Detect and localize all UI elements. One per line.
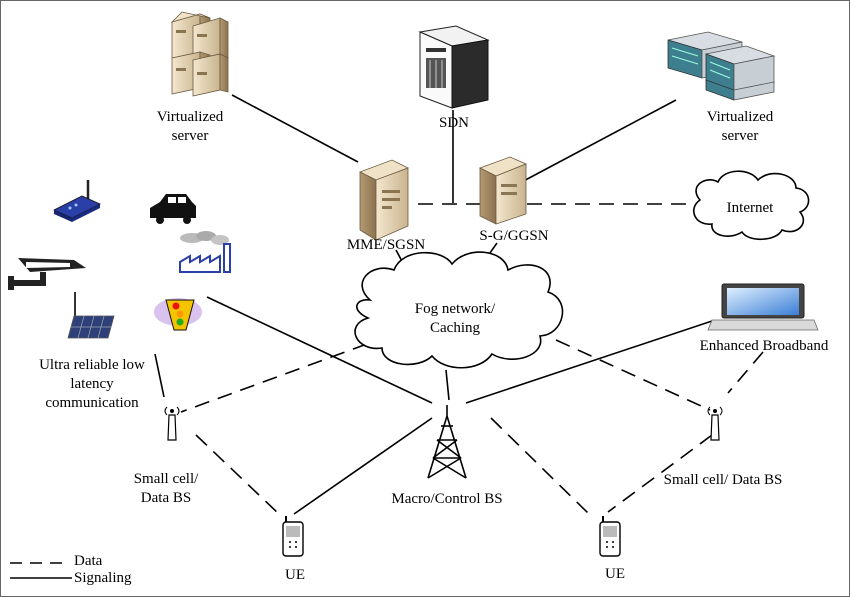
- blade-server-icon: [667, 31, 776, 101]
- internet-cloud-icon: [692, 170, 810, 241]
- laptop-icon: [707, 283, 819, 331]
- fog-network-label: Fog network/ Caching: [414, 301, 496, 336]
- enhanced-broadband-label: Enhanced Broadband: [699, 338, 829, 354]
- small-cell-left-label: Small cell/ Data BS: [133, 471, 199, 506]
- signaling-links: [74, 94, 713, 515]
- camera-icon: [8, 258, 86, 290]
- mme-server-icon: [359, 159, 409, 241]
- legend-data-label: Data: [74, 553, 103, 569]
- data-links: [180, 203, 764, 516]
- virtualized-server-right-label: Virtualized server: [706, 109, 774, 144]
- sdn-server-icon: [418, 25, 490, 109]
- server-rack-icon: [170, 11, 229, 97]
- factory-icon: [179, 231, 231, 273]
- tower-icon: [427, 405, 467, 479]
- router-icon: [53, 180, 101, 222]
- virtualized-server-left-label: Virtualized server: [156, 109, 224, 144]
- macro-bs-label: Macro/Control BS: [391, 491, 503, 507]
- legend-signaling-label: Signaling: [74, 570, 132, 586]
- phone-icon: [599, 516, 621, 557]
- small-cell-right-label: Small cell/ Data BS: [663, 472, 783, 488]
- gateway-server-icon: [478, 156, 528, 225]
- car-icon: [150, 194, 196, 224]
- sdn-label: SDN: [438, 115, 469, 131]
- legend-lines: [10, 562, 72, 579]
- ue-left-label: UE: [285, 567, 305, 583]
- mme-sgsn-label: MME/SGSN: [346, 237, 426, 253]
- antenna-icon: [707, 406, 723, 441]
- phone-icon: [282, 516, 304, 557]
- fog-network-cloud-icon: [354, 251, 564, 369]
- antenna-icon: [164, 406, 180, 441]
- urllc-label: Ultra reliable low latency communication: [39, 357, 145, 411]
- traffic-light-icon: [154, 298, 202, 331]
- internet-label: Internet: [726, 200, 774, 216]
- sg-ggsn-label: S-G/GGSN: [479, 228, 549, 244]
- ue-right-label: UE: [605, 566, 625, 582]
- solar-panel-icon: [67, 315, 115, 339]
